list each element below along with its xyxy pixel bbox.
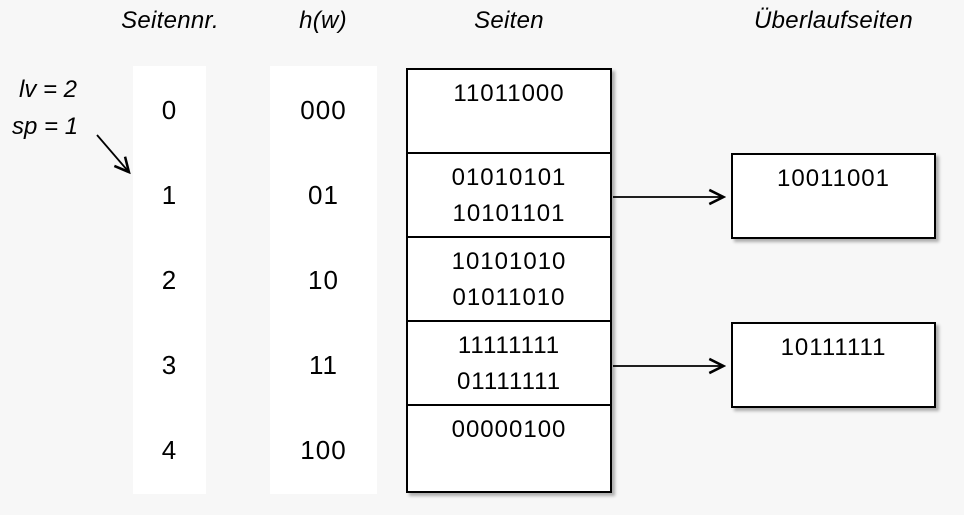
hash-value: 000 (300, 95, 347, 125)
page-entry: 01011010 (452, 284, 566, 311)
bucket-number: 3 (161, 350, 178, 380)
split-pointer-label: sp = 1 (12, 113, 79, 140)
page-entry: 00000100 (451, 416, 567, 443)
header-ueberlaufseiten: Überlaufseiten (754, 7, 913, 34)
state-annotation: lv = 2 sp = 1 (12, 71, 78, 145)
overflow-page-bucket-1: 10011001 (731, 153, 936, 239)
hash-value: 10 (308, 265, 339, 295)
bucket-row-2: 10101010 01011010 (408, 238, 610, 322)
bucket-number: 1 (161, 180, 178, 210)
page-entry: 10111111 (780, 334, 887, 361)
page-entry: 10101101 (452, 200, 566, 227)
hash-value: 100 (300, 435, 347, 465)
page-entry: 10101010 (451, 248, 567, 275)
bucket-number: 2 (161, 265, 178, 295)
bucket-row-3: 11111111 01111111 (408, 322, 610, 406)
bucket-number: 4 (161, 435, 178, 465)
bucket-row-4: 00000100 (408, 406, 610, 491)
page-entry: 11011000 (453, 80, 565, 107)
header-hash-function: h(w) (299, 7, 347, 34)
header-seiten: Seiten (474, 7, 544, 34)
bucket-row-1: 01010101 10101101 (408, 154, 610, 238)
page-entry: 11111111 (457, 332, 561, 359)
hash-value: 11 (309, 350, 338, 380)
overflow-page-bucket-3: 10111111 (731, 322, 936, 408)
page-entry: 01010101 (451, 164, 567, 191)
header-seitennr: Seitennr. (121, 7, 219, 34)
level-label: lv = 2 (19, 76, 78, 103)
arrow-split-pointer (96, 134, 131, 175)
hash-column: 000 01 10 11 100 (270, 66, 377, 494)
bucket-number: 0 (161, 95, 178, 125)
seitennr-column: 0 1 2 3 4 (133, 66, 206, 494)
hash-value: 01 (308, 180, 339, 210)
page-entry: 01111111 (456, 368, 562, 395)
page-entry: 10011001 (777, 165, 890, 192)
bucket-row-0: 11011000 (408, 70, 610, 154)
pages-box: 11011000 01010101 10101101 10101010 0101… (406, 68, 612, 493)
